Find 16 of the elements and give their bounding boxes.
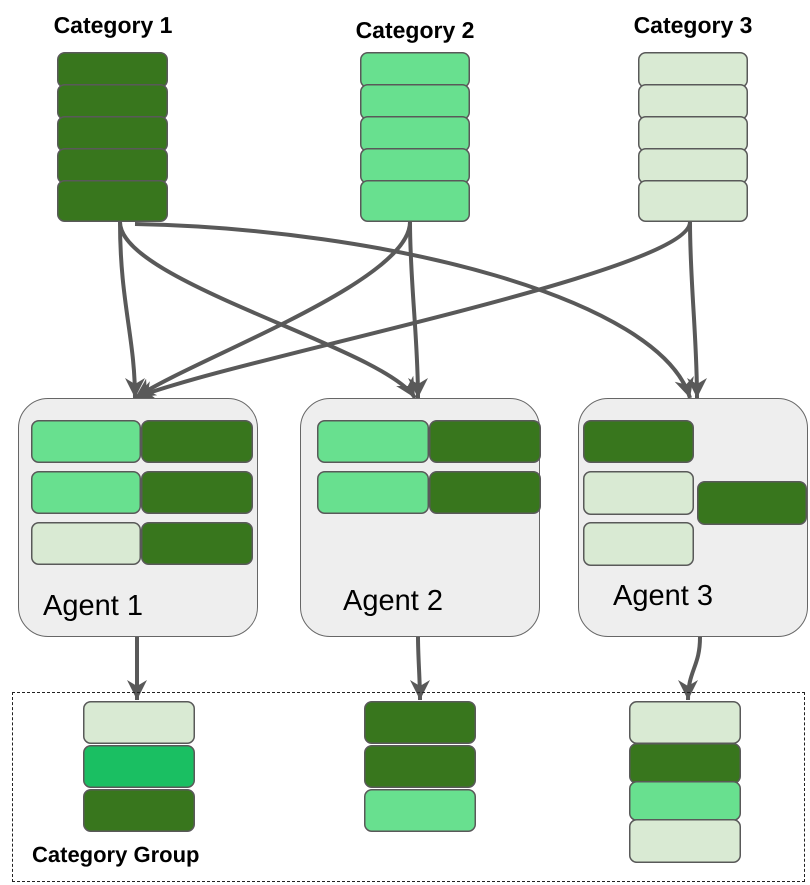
agent-box [300,398,540,637]
category-heading: Category 2 [354,16,476,45]
agent-label: Agent 2 [343,584,443,618]
arrow [408,222,428,398]
arrow [127,637,147,700]
agent-box [578,398,808,637]
agent-box [18,398,258,637]
arrow [678,636,702,700]
group-label: Category Group [32,841,200,869]
category-heading: Category 3 [632,11,754,40]
agent-label: Agent 3 [613,579,713,613]
agent-label: Agent 1 [43,589,143,623]
arrow [686,222,707,398]
category-heading: Category 1 [52,11,174,40]
group-box [12,692,805,882]
arrow [410,636,430,700]
